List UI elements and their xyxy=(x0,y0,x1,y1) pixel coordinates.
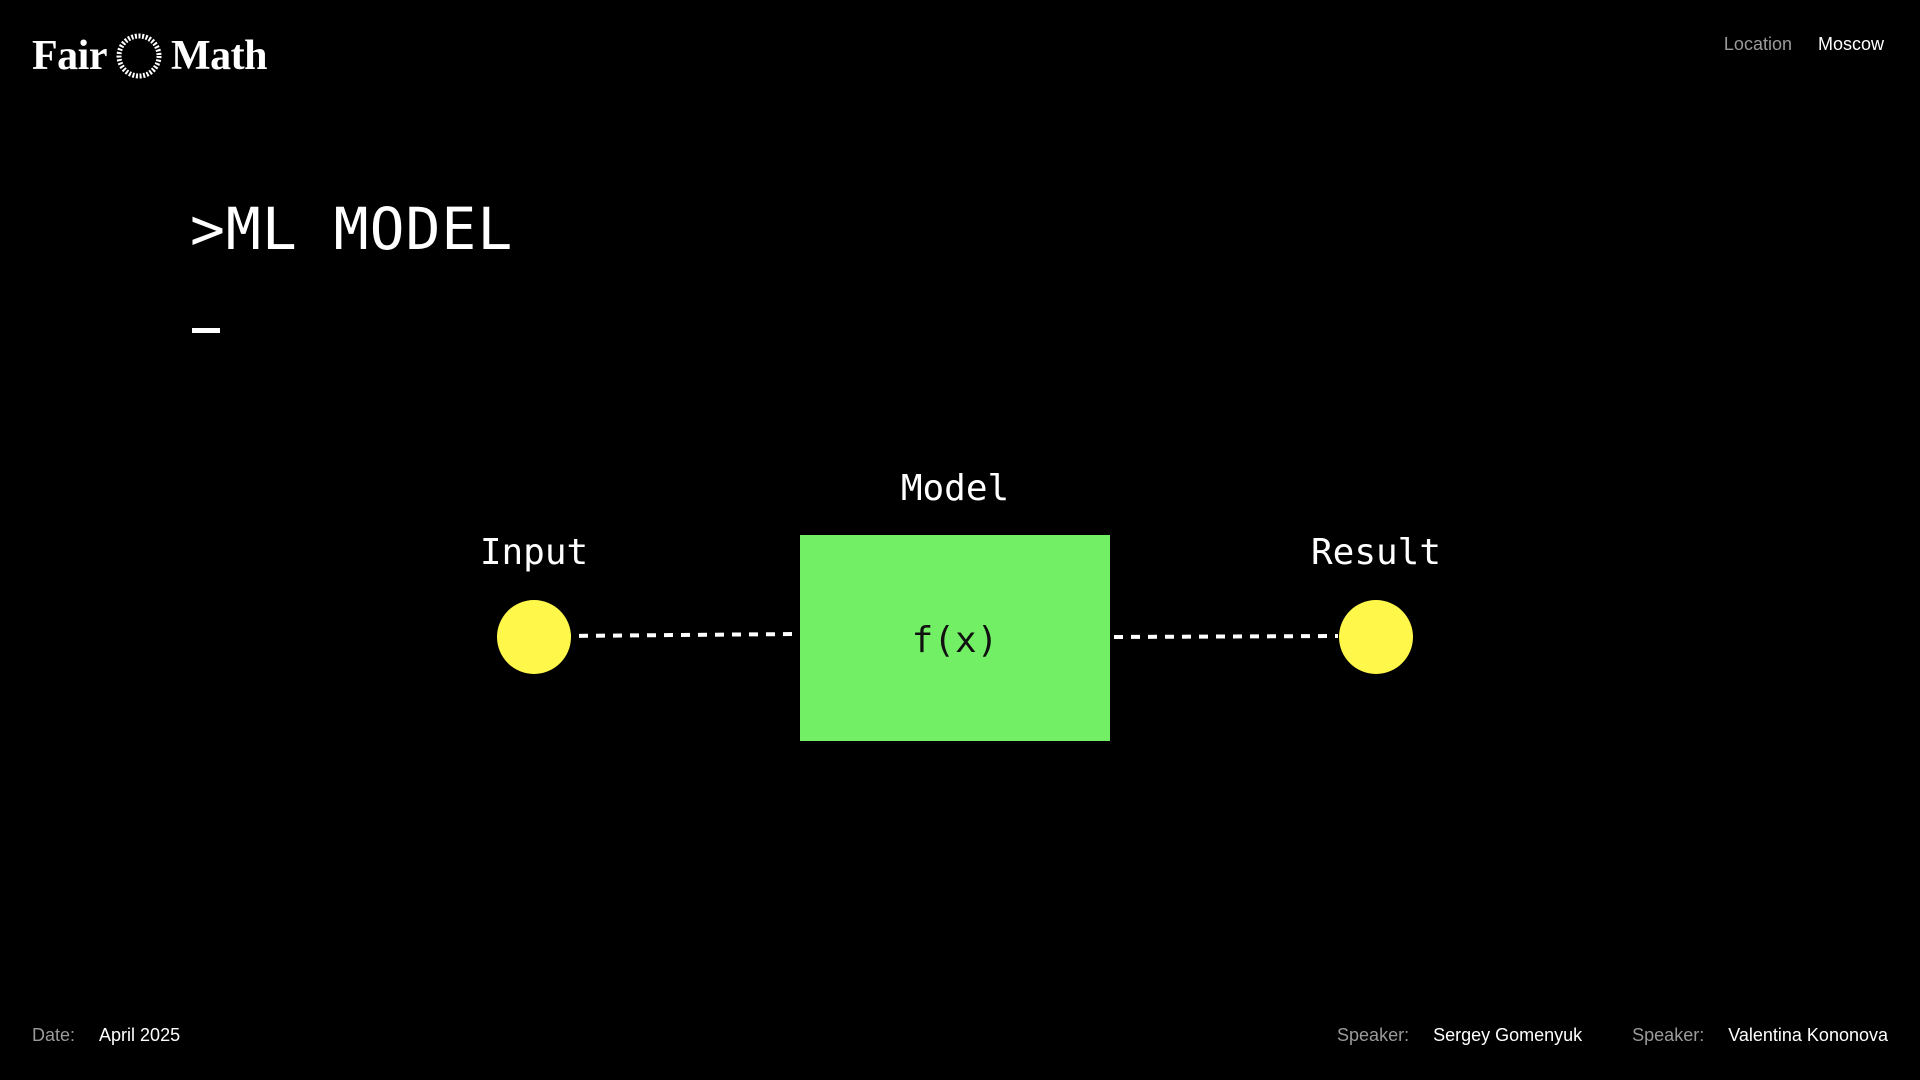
result-label: Result xyxy=(1311,532,1441,573)
date-value: April 2025 xyxy=(99,1025,181,1045)
logo-word-math: Math xyxy=(170,33,268,79)
date-label: Date: xyxy=(32,1025,76,1045)
cursor-underscore xyxy=(192,328,220,333)
footer-speakers: Speaker: Sergey Gomenyuk Speaker: Valent… xyxy=(1337,1025,1888,1046)
location-label: Location xyxy=(1723,34,1792,54)
connector-model-to-result xyxy=(1113,634,1339,639)
model-label: Model xyxy=(901,468,1009,509)
footer-date: Date: April 2025 xyxy=(32,1025,180,1046)
speaker-2: Speaker: Valentina Kononova xyxy=(1632,1025,1888,1046)
speaker-1: Speaker: Sergey Gomenyuk xyxy=(1337,1025,1582,1046)
model-box xyxy=(800,535,1110,741)
location-info: Location Moscow xyxy=(1724,34,1884,55)
slide-title: >ML MODEL xyxy=(190,195,514,263)
speaker-1-name: Sergey Gomenyuk xyxy=(1433,1025,1583,1045)
speaker-2-label: Speaker: xyxy=(1632,1025,1705,1045)
location-value: Moscow xyxy=(1817,34,1884,54)
input-node xyxy=(497,600,571,674)
input-label: Input xyxy=(480,532,588,573)
result-node xyxy=(1339,600,1413,674)
speaker-2-name: Valentina Kononova xyxy=(1728,1025,1888,1045)
function-text: f(x) xyxy=(912,620,999,661)
logo-word-fair: Fair xyxy=(32,33,107,79)
speaker-1-label: Speaker: xyxy=(1337,1025,1410,1045)
connector-input-to-model xyxy=(561,632,799,638)
logo: Fair Math xyxy=(32,28,267,84)
logo-ring-icon xyxy=(116,33,162,79)
